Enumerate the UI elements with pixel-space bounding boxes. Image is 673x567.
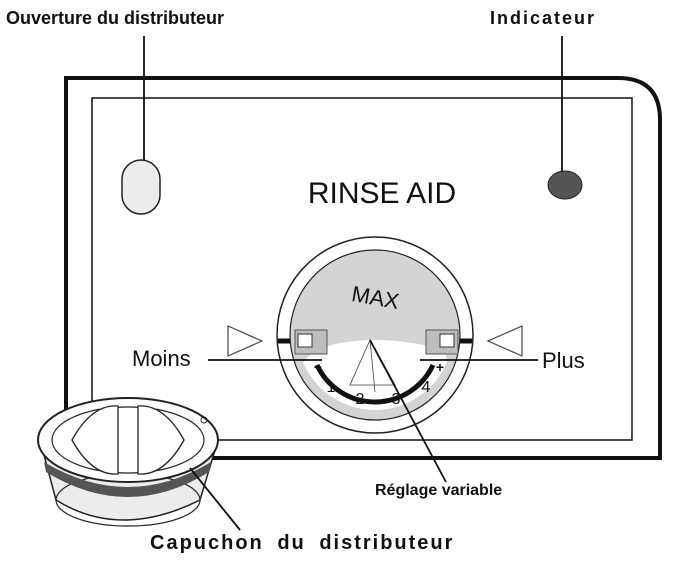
inner-panel <box>91 97 633 441</box>
label-less: Moins <box>132 346 191 371</box>
dispenser-opening <box>121 159 161 215</box>
minus-box-inner <box>297 333 313 348</box>
panel-title: RINSE AID <box>308 177 456 210</box>
label-indicator: Indicateur <box>490 8 597 28</box>
dial-plus-sign: + <box>436 359 444 375</box>
left-arrow-icon <box>486 325 523 357</box>
dial-minus-sign: − <box>314 359 322 375</box>
indicator-dot <box>547 170 583 200</box>
right-arrow-icon <box>227 325 264 357</box>
dial-scale-arc <box>314 363 436 405</box>
cap-band <box>44 462 211 497</box>
dial-level-1: 1 <box>327 379 336 396</box>
cap-slot-left <box>71 405 119 475</box>
dial-level-3: 3 <box>392 391 401 408</box>
leader-dispenser-cap <box>189 467 241 531</box>
label-dispenser-cap: Capuchon du distributeur <box>150 532 455 554</box>
label-more: Plus <box>542 348 585 373</box>
dispenser-cap <box>37 397 219 527</box>
leader-variable-setting <box>369 339 447 483</box>
label-variable-setting: Réglage variable <box>375 482 503 499</box>
cap-slot-right <box>137 405 185 475</box>
dial-pointer-line-1 <box>369 339 376 393</box>
plus-box-inner <box>439 333 455 348</box>
dial-level-2: 2 <box>356 391 365 408</box>
cap-rivet <box>200 416 208 424</box>
label-dispenser-opening: Ouverture du distributeur <box>6 8 225 28</box>
dial-level-4: 4 <box>422 379 431 396</box>
